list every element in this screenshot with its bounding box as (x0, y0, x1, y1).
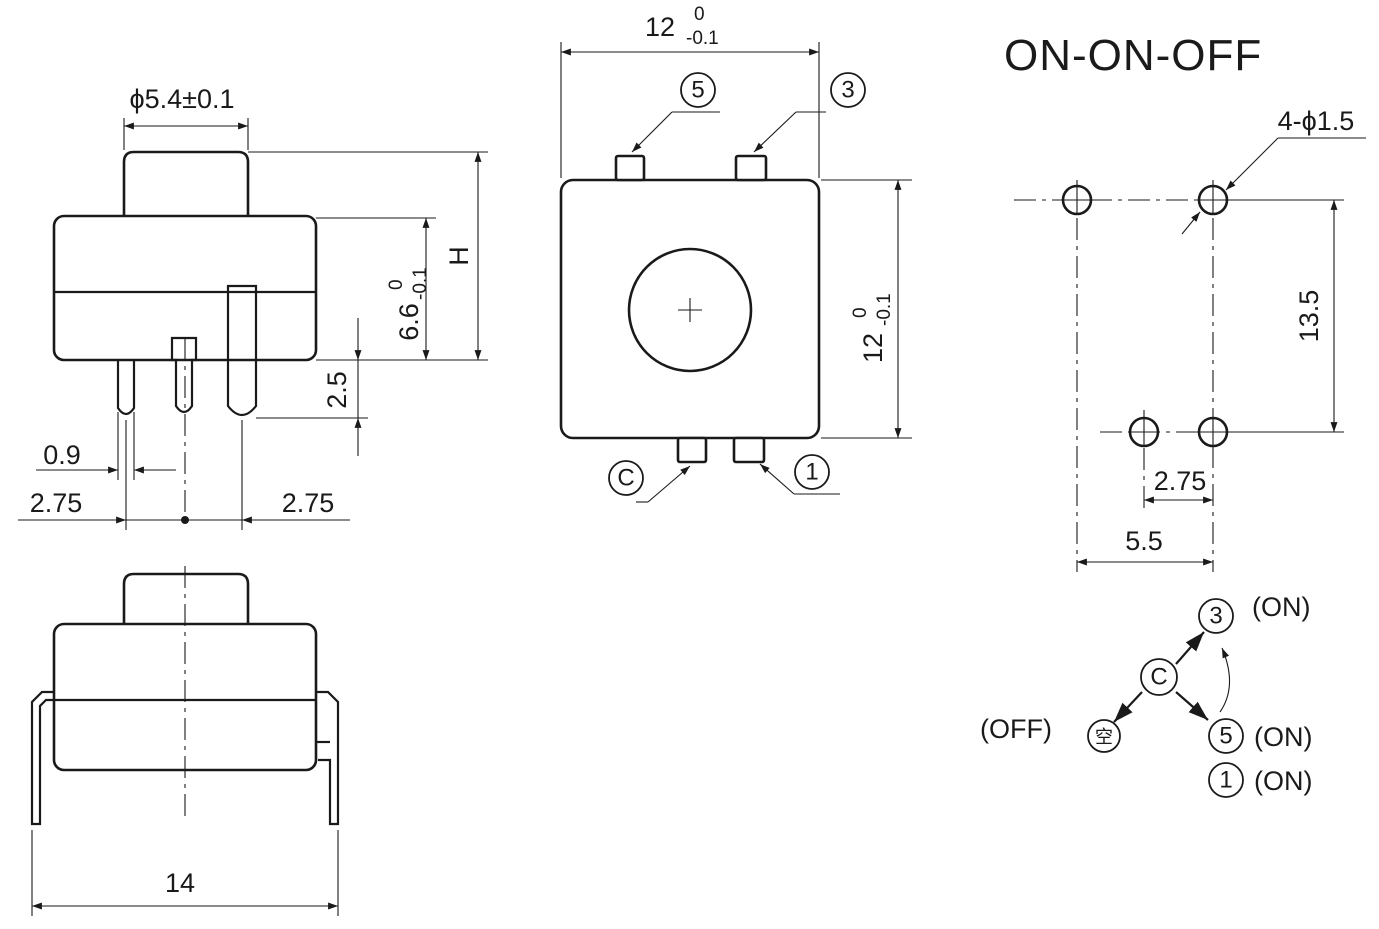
pin-right (226, 284, 258, 417)
schematic-pin-1-state: (ON) (1254, 766, 1312, 796)
pin-left (116, 360, 136, 416)
pin-width-label: 0.9 (43, 440, 81, 470)
schematic-pin-3: 3 (1209, 603, 1222, 630)
switch-type-title: ON-ON-OFF (1004, 31, 1262, 80)
top-depth-tol-upper: 0 (850, 307, 871, 318)
schematic-pin-3-state: (ON) (1252, 592, 1310, 622)
left-leg (30, 690, 54, 826)
body-height-tol-lower: -0.1 (410, 267, 431, 300)
actuator-button (122, 150, 250, 216)
pitch-left-label: 2.75 (30, 488, 83, 518)
top-width-tol-lower: -0.1 (686, 28, 719, 49)
row-spacing-label: 13.5 (1294, 290, 1324, 343)
schematic-common: C (1150, 664, 1167, 691)
top-width-tol-upper: 0 (694, 4, 705, 25)
pin-middle (170, 336, 198, 414)
top-width-label: 12 (645, 12, 675, 42)
pin-length-label: 2.5 (322, 371, 352, 409)
schematic-pin-1: 1 (1219, 767, 1232, 794)
right-leg (316, 690, 340, 826)
front-actuator (122, 572, 250, 626)
schematic-pin-5-state: (ON) (1254, 722, 1312, 752)
small-spacing-label: 2.75 (1154, 466, 1207, 496)
hole-spec-label: 4-ϕ1.5 (1278, 106, 1355, 136)
tab-5 (614, 154, 646, 182)
tab-1 (732, 436, 766, 464)
pcb-footprint: 4-ϕ1.5 13.5 2.75 5.5 (1014, 106, 1366, 572)
large-spacing-label: 5.5 (1125, 526, 1163, 556)
switch-schematic: C 3 (ON) 5 (ON) 1 (ON) 空 (OFF) (980, 592, 1312, 798)
front-view: 14 (30, 566, 340, 916)
schematic-off-label: (OFF) (980, 714, 1052, 744)
pitch-right-label: 2.75 (282, 488, 335, 518)
top-depth-tol-lower: -0.1 (874, 293, 895, 326)
schematic-pin-5: 5 (1219, 723, 1232, 750)
pin-C-callout: C (617, 465, 634, 492)
schematic-off-symbol: 空 (1095, 727, 1113, 747)
pin-5-callout: 5 (691, 77, 704, 104)
side-view: ϕ5.4±0.1 H 6.6 0 -0.1 2.5 0.9 (18, 84, 488, 530)
body-height-tol-upper: 0 (386, 279, 407, 290)
height-H-label: H (444, 246, 474, 266)
body-height-label: 6.6 (394, 303, 424, 341)
tab-3 (734, 154, 768, 182)
tab-C (676, 436, 708, 464)
pin-1-callout: 1 (805, 459, 818, 486)
top-view: 12 0 -0.1 12 0 -0.1 5 3 C 1 (559, 4, 912, 503)
top-depth-label: 12 (858, 333, 888, 363)
pin-3-callout: 3 (841, 77, 854, 104)
overall-width-label: 14 (165, 868, 195, 898)
button-diameter-label: ϕ5.4±0.1 (129, 84, 234, 114)
